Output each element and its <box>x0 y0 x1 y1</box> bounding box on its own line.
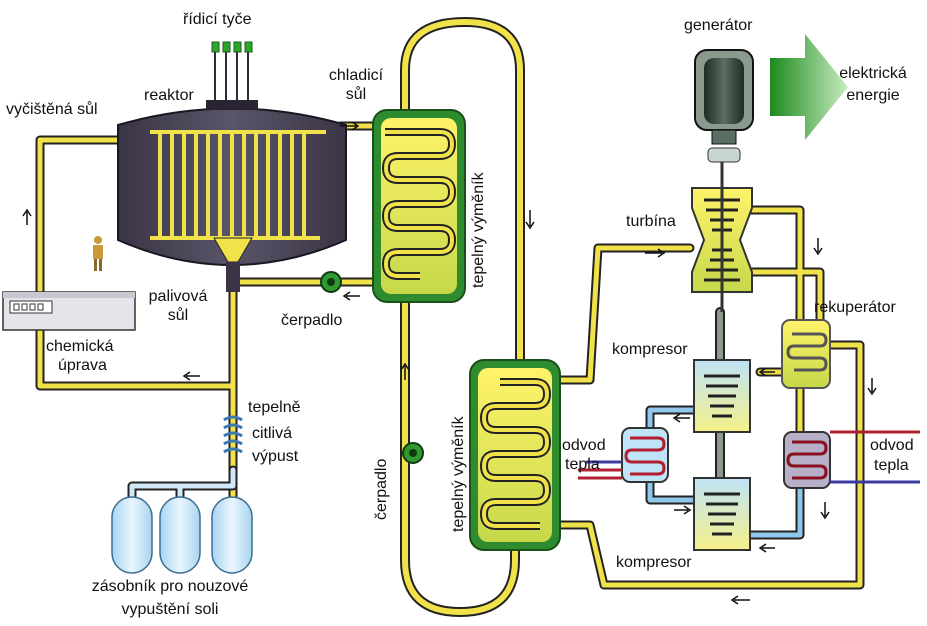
drain-tanks <box>111 496 253 574</box>
freeze-valve-label-2: citlivá <box>252 425 293 442</box>
freeze-valve-coil <box>223 415 243 454</box>
heat-exchanger-2 <box>469 359 561 551</box>
cleaned-salt-label: vyčištěná sůl <box>6 101 98 118</box>
pump-secondary-label: čerpadlo <box>373 458 390 520</box>
control-rods <box>211 41 253 108</box>
primary-loop-pipes <box>35 121 385 505</box>
electric-energy-label-2: energie <box>846 87 900 104</box>
heat-exchanger-1 <box>372 109 466 303</box>
precooler-left <box>578 427 669 483</box>
compressor-bottom-label: kompresor <box>616 554 692 571</box>
freeze-valve-label-3: výpust <box>252 448 299 465</box>
heat-exchanger-1-label: tepelný výměník <box>470 172 487 288</box>
reactor-label: reaktor <box>144 87 194 104</box>
pump-secondary <box>402 442 424 464</box>
heat-removal-right-label-1: odvod <box>870 437 914 454</box>
electric-energy-label-1: elektrická <box>839 65 907 82</box>
fuel-salt-label-2: sůl <box>167 307 189 324</box>
coolant-salt-label-1: chladicí <box>328 67 384 84</box>
fuel-salt-label-1: palivová <box>148 288 208 305</box>
drain-manifold <box>127 465 238 505</box>
compressor-bottom <box>693 477 751 551</box>
flow-arrows <box>22 121 877 605</box>
control-rods-label: řídicí tyče <box>183 11 252 28</box>
freeze-valve-label-1: tepelně <box>248 399 301 416</box>
turbine <box>691 162 753 312</box>
compressor-top <box>693 359 751 433</box>
recuperator-label: rekuperátor <box>814 299 896 316</box>
heat-removal-left-label-1: odvod <box>562 437 606 454</box>
turbine-label: turbína <box>626 213 676 230</box>
chemical-processing-unit <box>2 291 136 331</box>
recuperator <box>781 319 831 389</box>
coolant-salt-label-2: sůl <box>345 86 367 103</box>
chemical-label-1: chemická <box>46 338 114 355</box>
drain-tanks-label-1: zásobník pro nouzové <box>91 578 249 595</box>
electric-energy-arrow <box>770 34 848 140</box>
heat-removal-right-label-2: tepla <box>874 457 909 474</box>
chemical-label-2: úprava <box>58 357 107 374</box>
pump-primary-label: čerpadlo <box>281 312 343 329</box>
precooler-right <box>783 430 920 489</box>
heat-removal-left-label-2: tepla <box>565 456 600 473</box>
pump-primary <box>320 271 342 293</box>
person-figure <box>93 236 103 271</box>
secondary-loop-pipes <box>400 17 525 617</box>
heat-exchanger-2-label: tepelný výměník <box>450 416 467 532</box>
generator-label: generátor <box>684 17 753 34</box>
compressor-top-label: kompresor <box>612 341 688 358</box>
reactor-vessel <box>93 100 347 292</box>
generator <box>694 49 754 163</box>
drain-tanks-label-2: vypuštění soli <box>121 601 219 618</box>
